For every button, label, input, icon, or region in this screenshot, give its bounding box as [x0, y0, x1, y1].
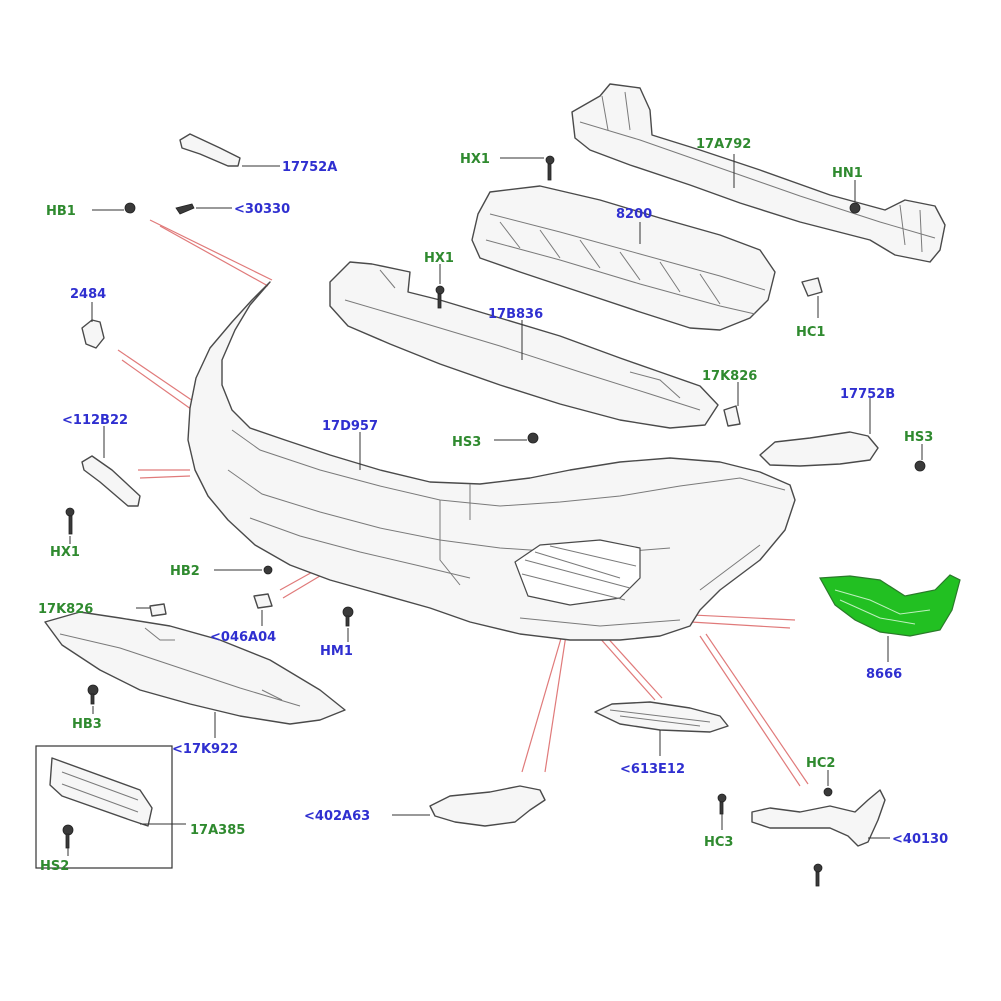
- label-17752A: 17752A: [282, 160, 337, 175]
- fog-grille-613E12: [594, 701, 729, 733]
- label-HB2: HB2: [170, 564, 200, 579]
- label-17K826-left: 17K826: [38, 602, 93, 617]
- clip-17K826-right: [723, 405, 741, 427]
- clip-17K826-left: [149, 603, 167, 617]
- label-HS2: HS2: [40, 859, 69, 874]
- clip-hc1: [801, 277, 823, 297]
- part-labels: 17752A <30330 HB1 HX1 17A792 HN1 8200 HX…: [38, 137, 948, 874]
- label-17A792: 17A792: [696, 137, 751, 152]
- label-HC2: HC2: [806, 756, 835, 771]
- label-HC3: HC3: [704, 835, 733, 850]
- skid-plate-17K922: [44, 611, 346, 725]
- label-8200: 8200: [616, 207, 652, 222]
- label-8666: 8666: [866, 667, 902, 682]
- label-HS3-right: HS3: [904, 430, 933, 445]
- reinforcement-beam-17A792: [571, 83, 946, 263]
- energy-absorber-17B836: [329, 261, 719, 429]
- label-HB1: HB1: [46, 204, 76, 219]
- label-17752B: 17752B: [840, 387, 895, 402]
- label-613E12: <613E12: [620, 762, 685, 777]
- reflector-112B22: [81, 455, 141, 507]
- trim-17752B: [759, 431, 879, 467]
- label-HX1-top: HX1: [460, 152, 490, 167]
- alignment-lines: [117, 219, 809, 787]
- label-112B22: <112B22: [62, 413, 128, 428]
- fasteners: [62, 155, 926, 887]
- label-HM1: HM1: [320, 644, 353, 659]
- label-2484: 2484: [70, 287, 106, 302]
- label-HX1-mid: HX1: [424, 251, 454, 266]
- grille-8200: [471, 185, 776, 331]
- label-17B836: 17B836: [488, 307, 543, 322]
- label-40130: <40130: [892, 832, 948, 847]
- label-17A385: 17A385: [190, 823, 245, 838]
- label-046A04: <046A04: [210, 630, 276, 645]
- label-17D957: 17D957: [322, 419, 378, 434]
- label-HN1: HN1: [832, 166, 863, 181]
- bumper-trim-8666: [819, 574, 961, 637]
- label-HB3: HB3: [72, 717, 102, 732]
- bracket-40130: [751, 789, 886, 847]
- clip-046A04: [253, 593, 273, 609]
- bracket-2484: [81, 319, 105, 349]
- label-17K826-right: 17K826: [702, 369, 757, 384]
- label-HS3-mid: HS3: [452, 435, 481, 450]
- label-402A63: <402A63: [304, 809, 370, 824]
- label-HX1-left: HX1: [50, 545, 80, 560]
- bumper-cover-17D957: [187, 281, 796, 641]
- bezel-402A63: [429, 785, 546, 827]
- label-30330: <30330: [234, 202, 290, 217]
- leader-lines: [67, 154, 923, 856]
- label-17K922: <17K922: [172, 742, 238, 757]
- trim-17752A: [179, 133, 241, 167]
- label-HC1: HC1: [796, 325, 825, 340]
- license-plate-bracket-17A385: [35, 745, 173, 869]
